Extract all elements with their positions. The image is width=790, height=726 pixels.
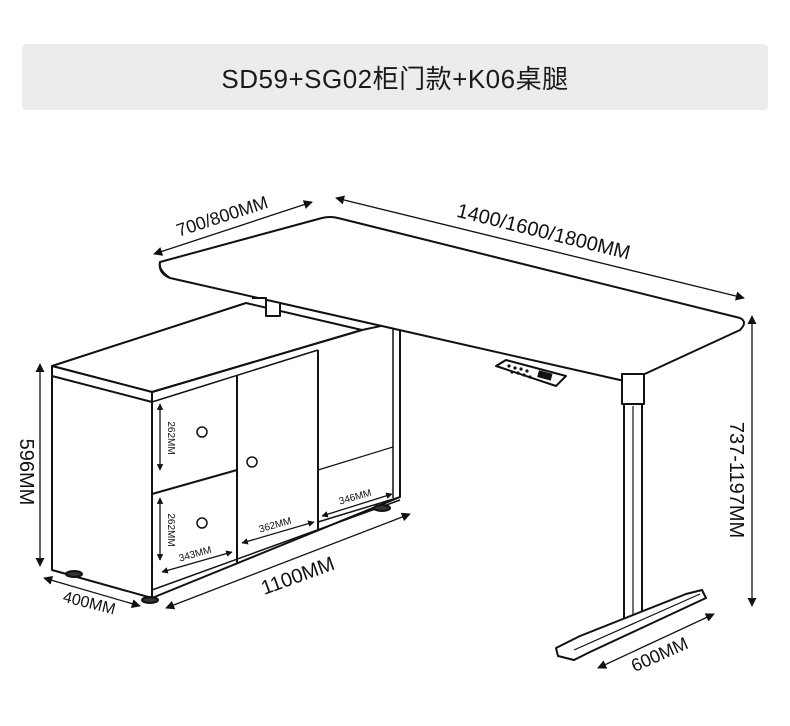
dim-line-cabinet-depth	[43, 575, 141, 609]
desk-connector	[252, 297, 281, 317]
dim-line-shelf-width	[321, 492, 393, 518]
dim-line-foot	[597, 613, 715, 669]
dim-line-desk-depth	[153, 200, 313, 256]
cabinet	[51, 302, 401, 604]
dim-line-cabinet-width	[165, 512, 411, 610]
page-title: SD59+SG02柜门款+K06桌腿	[221, 63, 569, 94]
label-cabinet-depth: 400MM	[61, 589, 117, 618]
label-drawer-width: 343MM	[178, 545, 213, 565]
label-door-width: 362MM	[258, 516, 293, 536]
knobs	[196, 426, 258, 529]
desk-leg	[555, 373, 707, 661]
cabinet-foot-3	[373, 504, 391, 512]
dim-line-desk-width	[335, 195, 745, 301]
dim-line-door-width	[241, 520, 315, 545]
label-cabinet-width: 1100MM	[258, 553, 337, 600]
cabinet-foot-1	[65, 570, 83, 578]
cabinet-front	[51, 365, 153, 599]
label-shelf-width: 346MM	[338, 488, 373, 508]
dimension-lines	[35, 195, 757, 669]
control-panel-buttons	[507, 364, 553, 381]
title-bar: SD59+SG02柜门款+K06桌腿	[22, 44, 768, 110]
label-desk-depth: 700/800MM	[174, 192, 271, 240]
label-cabinet-height: 596MM	[15, 439, 37, 506]
door-knob	[246, 456, 258, 468]
cabinet-foot-2	[141, 596, 159, 604]
label-desk-height: 737-1197MM	[725, 422, 747, 538]
drawer-knob-bottom	[196, 517, 208, 529]
drawer-split	[151, 469, 238, 495]
label-drawer-height-top: 262MM	[165, 421, 176, 454]
dim-line-drawer-width	[161, 550, 233, 574]
drawer-knob-top	[196, 426, 208, 438]
leg-upper	[621, 373, 645, 405]
label-drawer-height-bottom: 262MM	[165, 513, 176, 546]
